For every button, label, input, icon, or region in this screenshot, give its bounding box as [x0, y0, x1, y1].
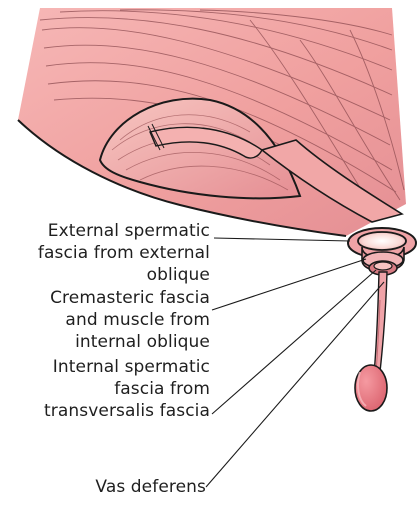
- vas-deferens-structure: [355, 272, 387, 411]
- leader-cremasteric: [212, 259, 366, 310]
- label-internal-spermatic-fascia: Internal spermatic fascia from transvers…: [44, 356, 210, 422]
- label-cremasteric-fascia: Cremasteric fascia and muscle from inter…: [50, 287, 210, 353]
- testis: [355, 365, 387, 411]
- label-external-spermatic-fascia: External spermatic fascia from external …: [38, 220, 210, 286]
- leader-internal-spermatic: [212, 270, 376, 414]
- label-vas-deferens: Vas deferens: [95, 476, 206, 498]
- leader-external-spermatic: [214, 238, 350, 241]
